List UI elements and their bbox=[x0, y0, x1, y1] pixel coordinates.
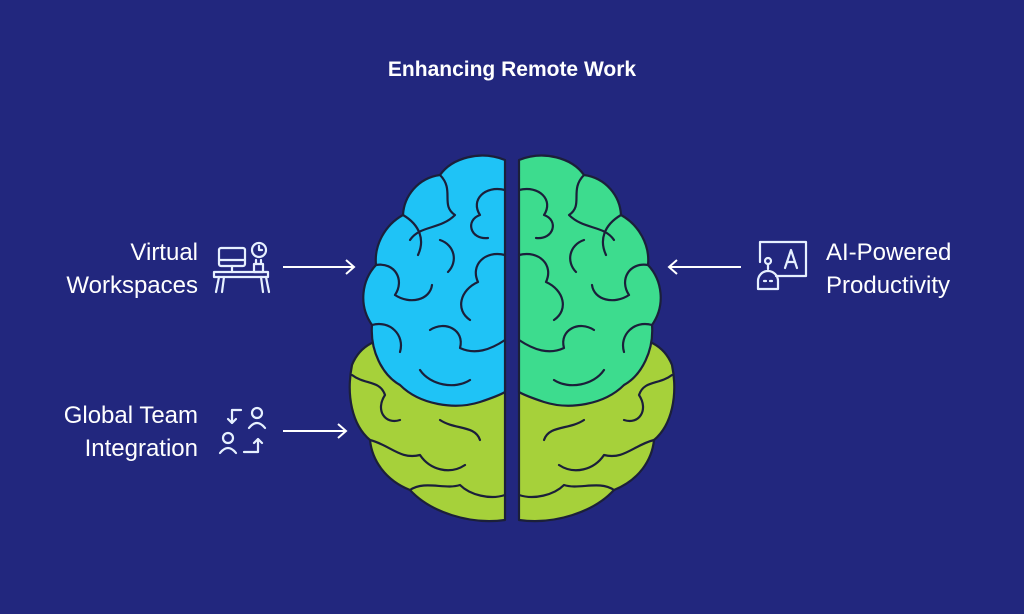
arrow-global-team bbox=[283, 423, 348, 439]
label-line: Integration bbox=[84, 435, 198, 462]
brain-folds bbox=[350, 173, 674, 499]
workspace-desk-icon bbox=[212, 241, 271, 294]
brain-illustration bbox=[348, 154, 676, 523]
arrow-ai-productivity bbox=[667, 259, 741, 275]
label-global-team-integration: Global Team Integration bbox=[20, 399, 198, 465]
team-exchange-icon bbox=[218, 406, 267, 455]
label-line: Global Team bbox=[63, 402, 198, 429]
label-line: Productivity bbox=[826, 272, 951, 299]
diagram-title: Enhancing Remote Work bbox=[387, 58, 637, 81]
ai-robot-icon bbox=[756, 240, 808, 291]
brain-left-upper-lobe bbox=[362, 154, 507, 407]
label-line: Virtual bbox=[130, 239, 198, 266]
label-line: Workspaces bbox=[66, 272, 198, 299]
label-ai-powered-productivity: AI-Powered Productivity bbox=[826, 236, 1016, 302]
arrow-virtual-workspaces bbox=[283, 259, 356, 275]
label-line: AI-Powered bbox=[826, 239, 952, 266]
label-virtual-workspaces: Virtual Workspaces bbox=[30, 236, 198, 302]
brain-right-upper-lobe bbox=[517, 154, 662, 407]
